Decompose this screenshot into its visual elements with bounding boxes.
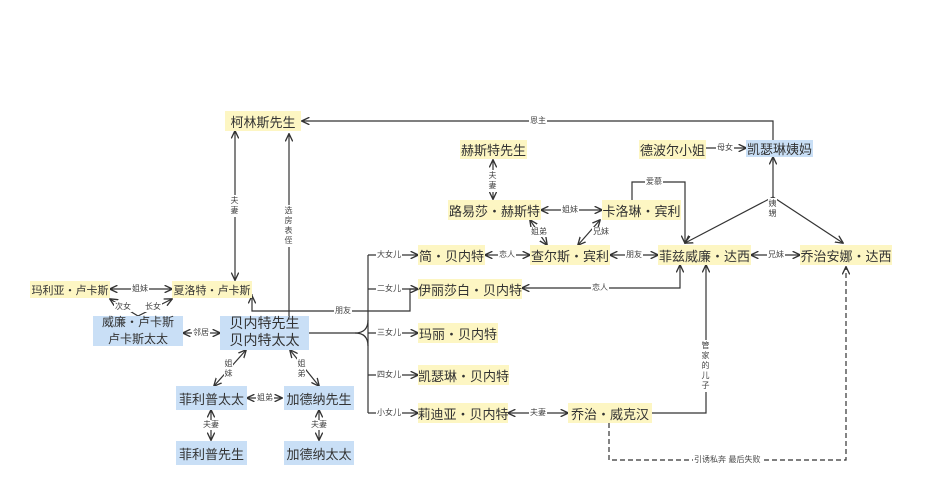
label-patron: 恩主 <box>529 116 547 126</box>
node-bingley[interactable]: 查尔斯・宾利 <box>530 245 610 265</box>
node-lady-catherine[interactable]: 凯瑟琳姨妈 <box>746 140 813 158</box>
node-mrs-bennet: 贝内特太太 <box>229 333 300 349</box>
node-georgiana[interactable]: 乔治安娜・达西 <box>800 245 892 265</box>
node-mrs-philips[interactable]: 菲利普太太 <box>176 386 247 410</box>
node-mr-bennet: 贝内特先生 <box>229 316 300 332</box>
edge-elizabeth-darcy <box>522 265 680 288</box>
label-second: 二女儿 <box>376 284 402 294</box>
label-eldest-daughter: 长女 <box>144 302 162 312</box>
label-third: 三女儿 <box>376 328 402 338</box>
node-lady-lucas: 卢卡斯太太 <box>107 332 168 346</box>
node-charlotte[interactable]: 夏洛特・卢卡斯 <box>172 281 252 298</box>
edge-daughters-curve-up <box>354 319 369 334</box>
label-admire: 爱慕 <box>645 177 663 187</box>
label-friends-bd: 朋友 <box>625 250 643 260</box>
node-mary[interactable]: 玛丽・贝内特 <box>418 323 498 343</box>
node-bennet-parents[interactable]: 贝内特先生 贝内特太太 <box>220 316 309 350</box>
edge-daughters-curve-down <box>354 332 369 347</box>
node-darcy[interactable]: 菲兹威廉・达西 <box>658 245 751 265</box>
edge-patron <box>302 121 774 141</box>
label-aunt-nephew: 姨甥 <box>768 198 777 220</box>
node-collins[interactable]: 柯林斯先生 <box>225 111 301 131</box>
label-fourth: 四女儿 <box>376 370 402 380</box>
label-lovers-ed: 恋人 <box>591 283 609 293</box>
edge-caroline-bingley <box>578 220 600 245</box>
label-brother-sister-bc: 兄妹 <box>592 227 610 237</box>
label-spouses-lw: 夫妻 <box>529 408 547 418</box>
node-sir-william: 威廉・卢卡斯 <box>101 315 174 329</box>
node-lydia[interactable]: 莉迪亚・贝内特 <box>418 403 509 423</box>
label-spouses-hurst: 夫妻 <box>488 170 497 192</box>
node-elizabeth[interactable]: 伊丽莎白・贝内特 <box>418 279 522 299</box>
label-sisters-mrs-b: 姐妹 <box>224 358 233 380</box>
label-siblings-bc: 姐弟 <box>530 227 548 237</box>
node-louisa[interactable]: 路易莎・赫斯特 <box>448 200 541 220</box>
label-steward-son: 管家的儿子 <box>701 340 710 392</box>
node-debourgh-daughter[interactable]: 德波尔小姐 <box>639 140 706 159</box>
node-mrs-gardiner[interactable]: 加德纳太太 <box>284 441 354 465</box>
label-neighbors: 邻居 <box>192 328 210 338</box>
label-elope: 引诱私奔 最后失败 <box>693 455 762 465</box>
node-caroline[interactable]: 卡洛琳・宾利 <box>602 200 681 220</box>
label-siblings-pg: 姐弟 <box>256 393 274 403</box>
label-second-daughter: 次女 <box>114 302 132 312</box>
node-lucas-parents[interactable]: 威廉・卢卡斯 卢卡斯太太 <box>93 315 183 346</box>
node-maria-lucas[interactable]: 玛利亚・卢卡斯 <box>30 281 110 298</box>
edge-aunt-darcy <box>685 196 774 243</box>
label-eldest: 大女儿 <box>376 250 402 260</box>
label-spouses-philips: 夫妻 <box>202 420 220 430</box>
node-kitty[interactable]: 凯瑟琳・贝内特 <box>418 365 509 385</box>
label-lovers-jb: 恋人 <box>498 250 516 260</box>
label-inheritor: 选房表侄 <box>284 205 293 247</box>
node-hurst[interactable]: 赫斯特先生 <box>460 140 527 159</box>
label-youngest: 小女儿 <box>376 408 402 418</box>
label-friends-ce: 朋友 <box>334 306 352 316</box>
label-spouses-gardiner: 夫妻 <box>310 420 328 430</box>
node-mr-gardiner[interactable]: 加德纳先生 <box>284 386 354 410</box>
node-jane[interactable]: 简・贝内特 <box>418 245 485 265</box>
edge-wickham-darcy <box>652 265 706 414</box>
label-brother-sister-dg: 兄妹 <box>767 250 785 260</box>
label-spouses-collins: 夫妻 <box>230 195 239 217</box>
label-mother-daughter: 母女 <box>716 143 734 153</box>
edge-elope <box>608 267 846 461</box>
node-wickham[interactable]: 乔治・威克汉 <box>568 403 652 423</box>
label-siblings-mrs-b: 姐弟 <box>297 358 306 380</box>
node-mr-philips[interactable]: 菲利普先生 <box>176 441 247 465</box>
label-sisters-lucas: 姐妹 <box>131 284 149 294</box>
label-sisters-lc: 姐妹 <box>561 205 579 215</box>
edge-aunt-georgiana <box>772 196 843 243</box>
